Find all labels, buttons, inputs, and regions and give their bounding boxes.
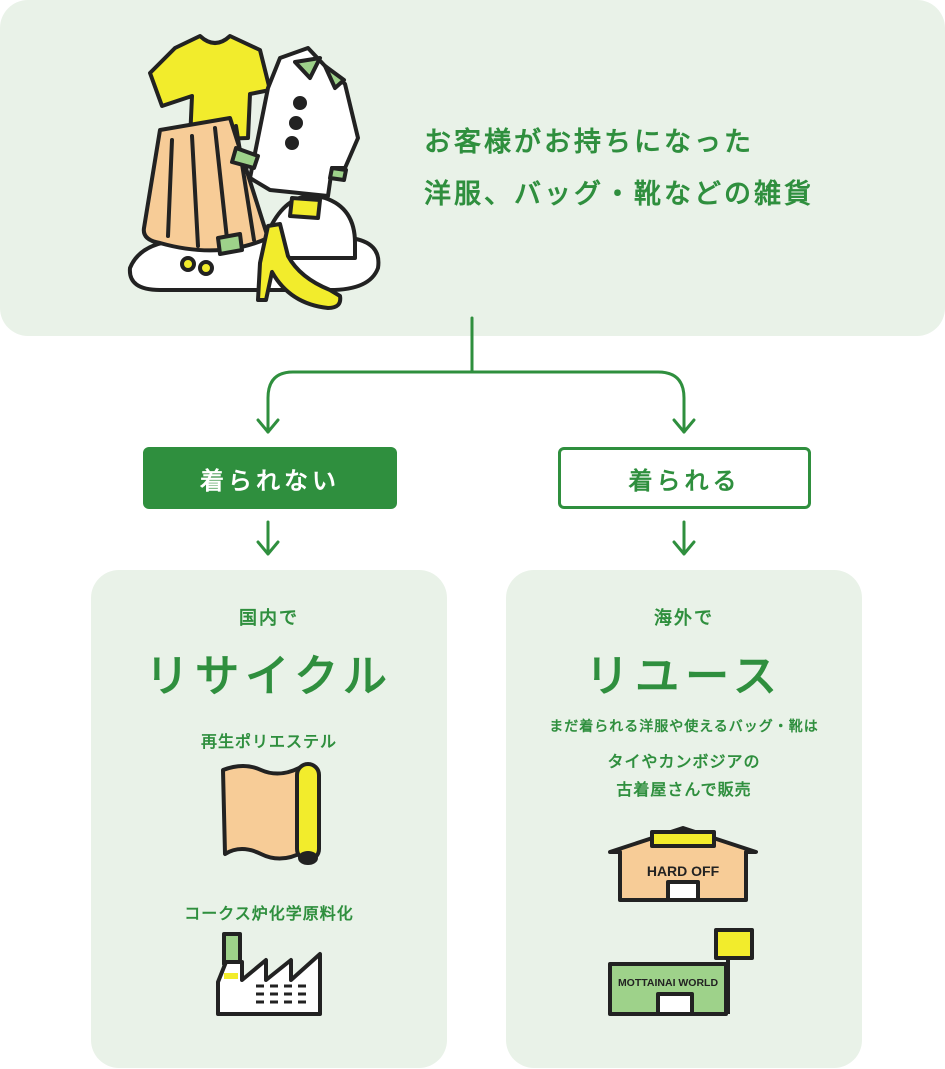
label-can-wear: 着られる xyxy=(558,447,811,509)
recycle-item-coke-oven: コークス炉化学原料化 xyxy=(184,904,354,923)
reuse-title: リユース xyxy=(585,651,783,702)
intro-panel: お客様がお持ちになった 洋服、バッグ・靴などの雑貨 xyxy=(0,0,945,336)
recycle-card: 国内で リサイクル 再生ポリエステル コークス炉化学原料化 xyxy=(91,570,447,1068)
clothes-pile-icon xyxy=(127,34,381,310)
factory-icon xyxy=(216,932,322,1016)
reuse-card: 海外で リユース まだ着られる洋服や使えるバッグ・靴は タイやカンボジアの 古着… xyxy=(506,570,862,1068)
reuse-countries: タイやカンボジアの xyxy=(607,752,761,771)
reuse-subtitle: 海外で xyxy=(654,608,714,629)
branch-line xyxy=(266,370,686,434)
hard-off-store-icon: HARD OFF xyxy=(608,826,758,902)
arrow-down-right xyxy=(672,520,696,556)
recycle-subtitle: 国内で xyxy=(239,608,299,629)
mottainai-world-store-icon: MOTTAINAI WORLD xyxy=(608,928,754,1016)
intro-text: お客様がお持ちになった 洋服、バッグ・靴などの雑貨 xyxy=(424,117,814,221)
reuse-shops: 古着屋さんで販売 xyxy=(616,780,752,799)
arrow-down-left xyxy=(256,520,280,556)
recycle-item-polyester: 再生ポリエステル xyxy=(200,732,337,751)
hard-off-sign: HARD OFF xyxy=(647,863,720,879)
label-cannot-wear: 着られない xyxy=(143,447,397,509)
fabric-roll-icon xyxy=(221,762,321,865)
reuse-description: まだ着られる洋服や使えるバッグ・靴は xyxy=(549,719,819,735)
mottainai-world-sign: MOTTAINAI WORLD xyxy=(618,977,719,989)
recycle-title: リサイクル xyxy=(145,651,393,702)
arrow-left-head xyxy=(256,418,280,434)
flow-connectors xyxy=(256,316,696,556)
intro-line-1: お客様がお持ちになった xyxy=(424,127,754,158)
intro-line-2: 洋服、バッグ・靴などの雑貨 xyxy=(424,179,814,210)
arrow-right-head xyxy=(672,418,696,434)
